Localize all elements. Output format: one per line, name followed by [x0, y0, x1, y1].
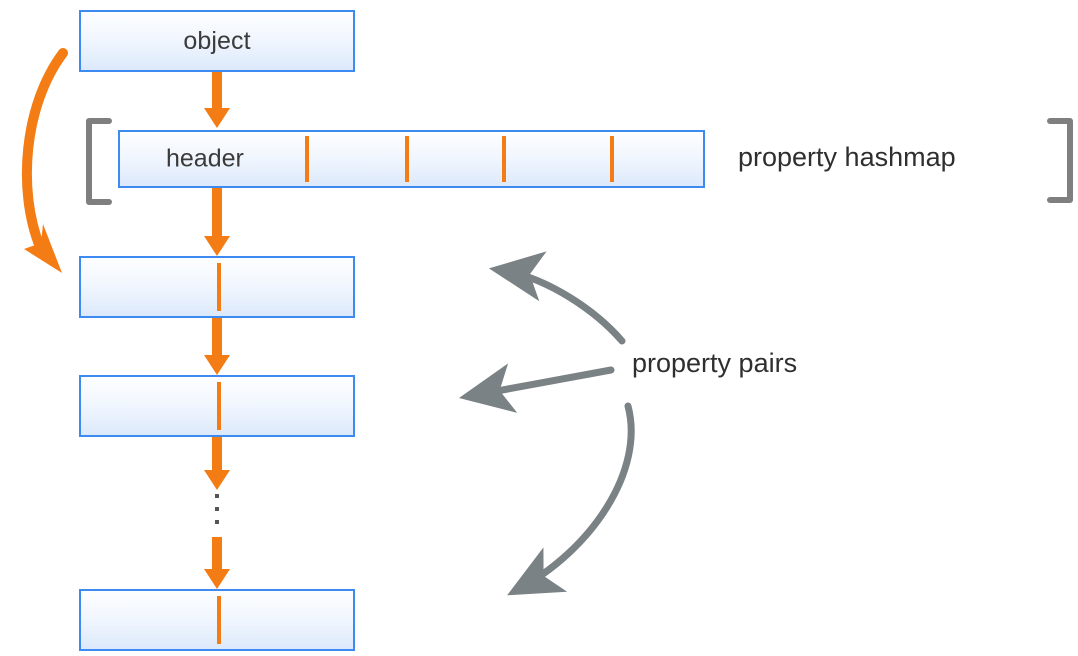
- property-hashmap-box[interactable]: header: [118, 130, 705, 188]
- bracket-right-icon: [1047, 118, 1073, 203]
- ellipsis-dots-icon: [215, 494, 219, 524]
- property-pairs-annotation: property pairs: [632, 348, 798, 378]
- header-label: header: [166, 144, 244, 173]
- vertical-divider-icon: [217, 263, 221, 311]
- curved-arrow-icon: [21, 48, 68, 273]
- property-pair-box-2[interactable]: [79, 375, 355, 437]
- vertical-divider-icon: [217, 382, 221, 430]
- down-arrow-icon: [204, 437, 230, 490]
- hashmap-tick-2: [405, 136, 409, 182]
- property-hashmap-annotation: property hashmap: [738, 142, 956, 172]
- ellipsis-dot: [215, 507, 219, 511]
- object-box[interactable]: object: [79, 10, 355, 72]
- hashmap-tick-4: [610, 136, 614, 182]
- property-pair-box-1[interactable]: [79, 256, 355, 318]
- bracket-left-icon: [86, 118, 112, 205]
- down-arrow-icon: [204, 537, 230, 589]
- down-arrow-icon: [204, 318, 230, 375]
- down-arrow-icon: [204, 72, 230, 128]
- ellipsis-dot: [215, 520, 219, 524]
- hashmap-tick-3: [502, 136, 506, 182]
- hashmap-tick-1: [305, 136, 309, 182]
- callout-arrow-icon: [458, 251, 635, 596]
- down-arrow-icon: [204, 188, 230, 256]
- vertical-divider-icon: [217, 596, 221, 644]
- property-pair-box-3[interactable]: [79, 589, 355, 651]
- ellipsis-dot: [215, 494, 219, 498]
- object-box-label: object: [183, 26, 251, 55]
